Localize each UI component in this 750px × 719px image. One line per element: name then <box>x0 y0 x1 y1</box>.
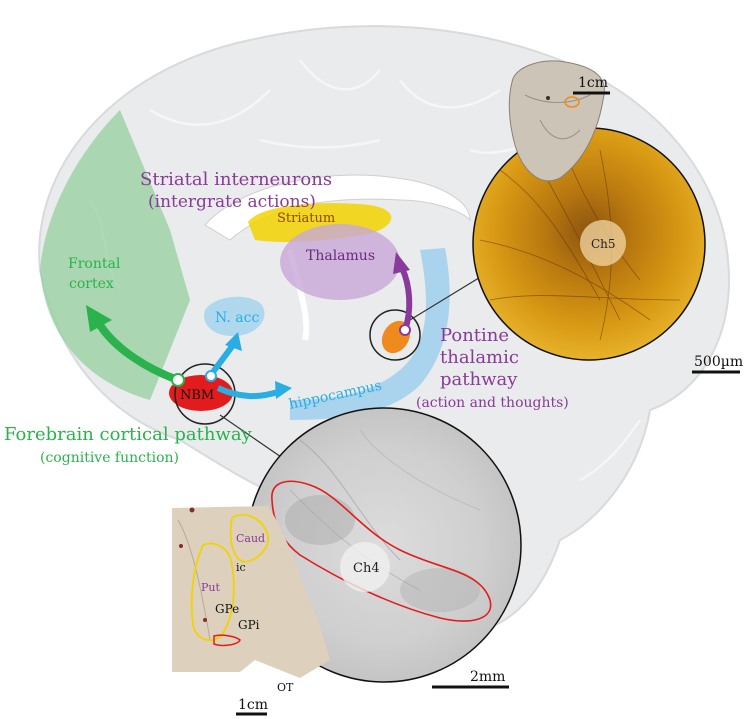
nbm-label: NBM <box>180 388 214 403</box>
forebrain-arrow <box>94 319 180 384</box>
scale-label-500um: 500µm <box>694 354 743 370</box>
ic-label: ic <box>236 561 246 574</box>
forebrain-subtitle: (cognitive function) <box>40 450 179 466</box>
pontine-label-2: thalamic <box>440 347 519 368</box>
pontine-arrowhead <box>393 252 410 274</box>
forebrain-arrow-origin <box>171 373 185 387</box>
striatal-interneurons-title: Striatal interneurons <box>140 169 332 190</box>
n-acc-arrowhead <box>225 332 242 351</box>
caud-label: Caud <box>236 532 265 545</box>
ot-label: OT <box>277 681 294 694</box>
scale-label-2mm: 2mm <box>470 669 505 685</box>
frontal-label: Frontal <box>68 256 121 272</box>
pontine-subtitle: (action and thoughts) <box>416 395 569 411</box>
forebrain-arrowhead <box>86 305 112 332</box>
frontal-cortex-region <box>40 110 190 400</box>
caud-outline <box>229 513 270 563</box>
scale-label-1cm-bottom: 1cm <box>238 697 268 713</box>
scale-label-1cm-top: 1cm <box>578 75 608 91</box>
pontine-arrow-origin <box>399 324 411 336</box>
striatal-interneurons-subtitle: (intergrate actions) <box>148 192 316 212</box>
striatum-label: Striatum <box>277 211 335 226</box>
ch4-outline <box>271 480 492 622</box>
thalamus-region <box>280 224 400 300</box>
gpi-outline <box>213 634 241 647</box>
gpi-label: GPi <box>238 618 260 632</box>
nbm-region <box>169 375 233 411</box>
hippocampus-region <box>290 248 450 420</box>
ch5-label-disc <box>580 220 626 266</box>
n-acc-region <box>204 296 265 337</box>
pontine-label-1: Pontine <box>440 325 509 346</box>
pontine-label-3: pathway <box>440 369 518 390</box>
brainstem-photo <box>508 60 605 182</box>
ch5-label: Ch5 <box>591 237 616 251</box>
ch4-label: Ch4 <box>353 561 380 576</box>
hippocampus-arrow <box>216 385 279 400</box>
forebrain-title: Forebrain cortical pathway <box>4 424 253 445</box>
ch5-micrograph <box>472 127 706 361</box>
hippocampus-arrowhead <box>275 381 292 399</box>
n-acc-arrow-origin <box>205 370 217 382</box>
thalamus-label: Thalamus <box>306 248 375 264</box>
cortex-label: cortex <box>69 276 114 292</box>
put-label: Put <box>201 581 220 594</box>
pontine-highlight-circle <box>369 309 421 361</box>
n-acc-label: N. acc <box>215 310 259 326</box>
ch4-label-disc <box>340 542 390 592</box>
gpe-label: GPe <box>215 602 239 616</box>
coronal-slice-photo <box>172 506 330 678</box>
ch4-micrograph <box>246 407 522 683</box>
